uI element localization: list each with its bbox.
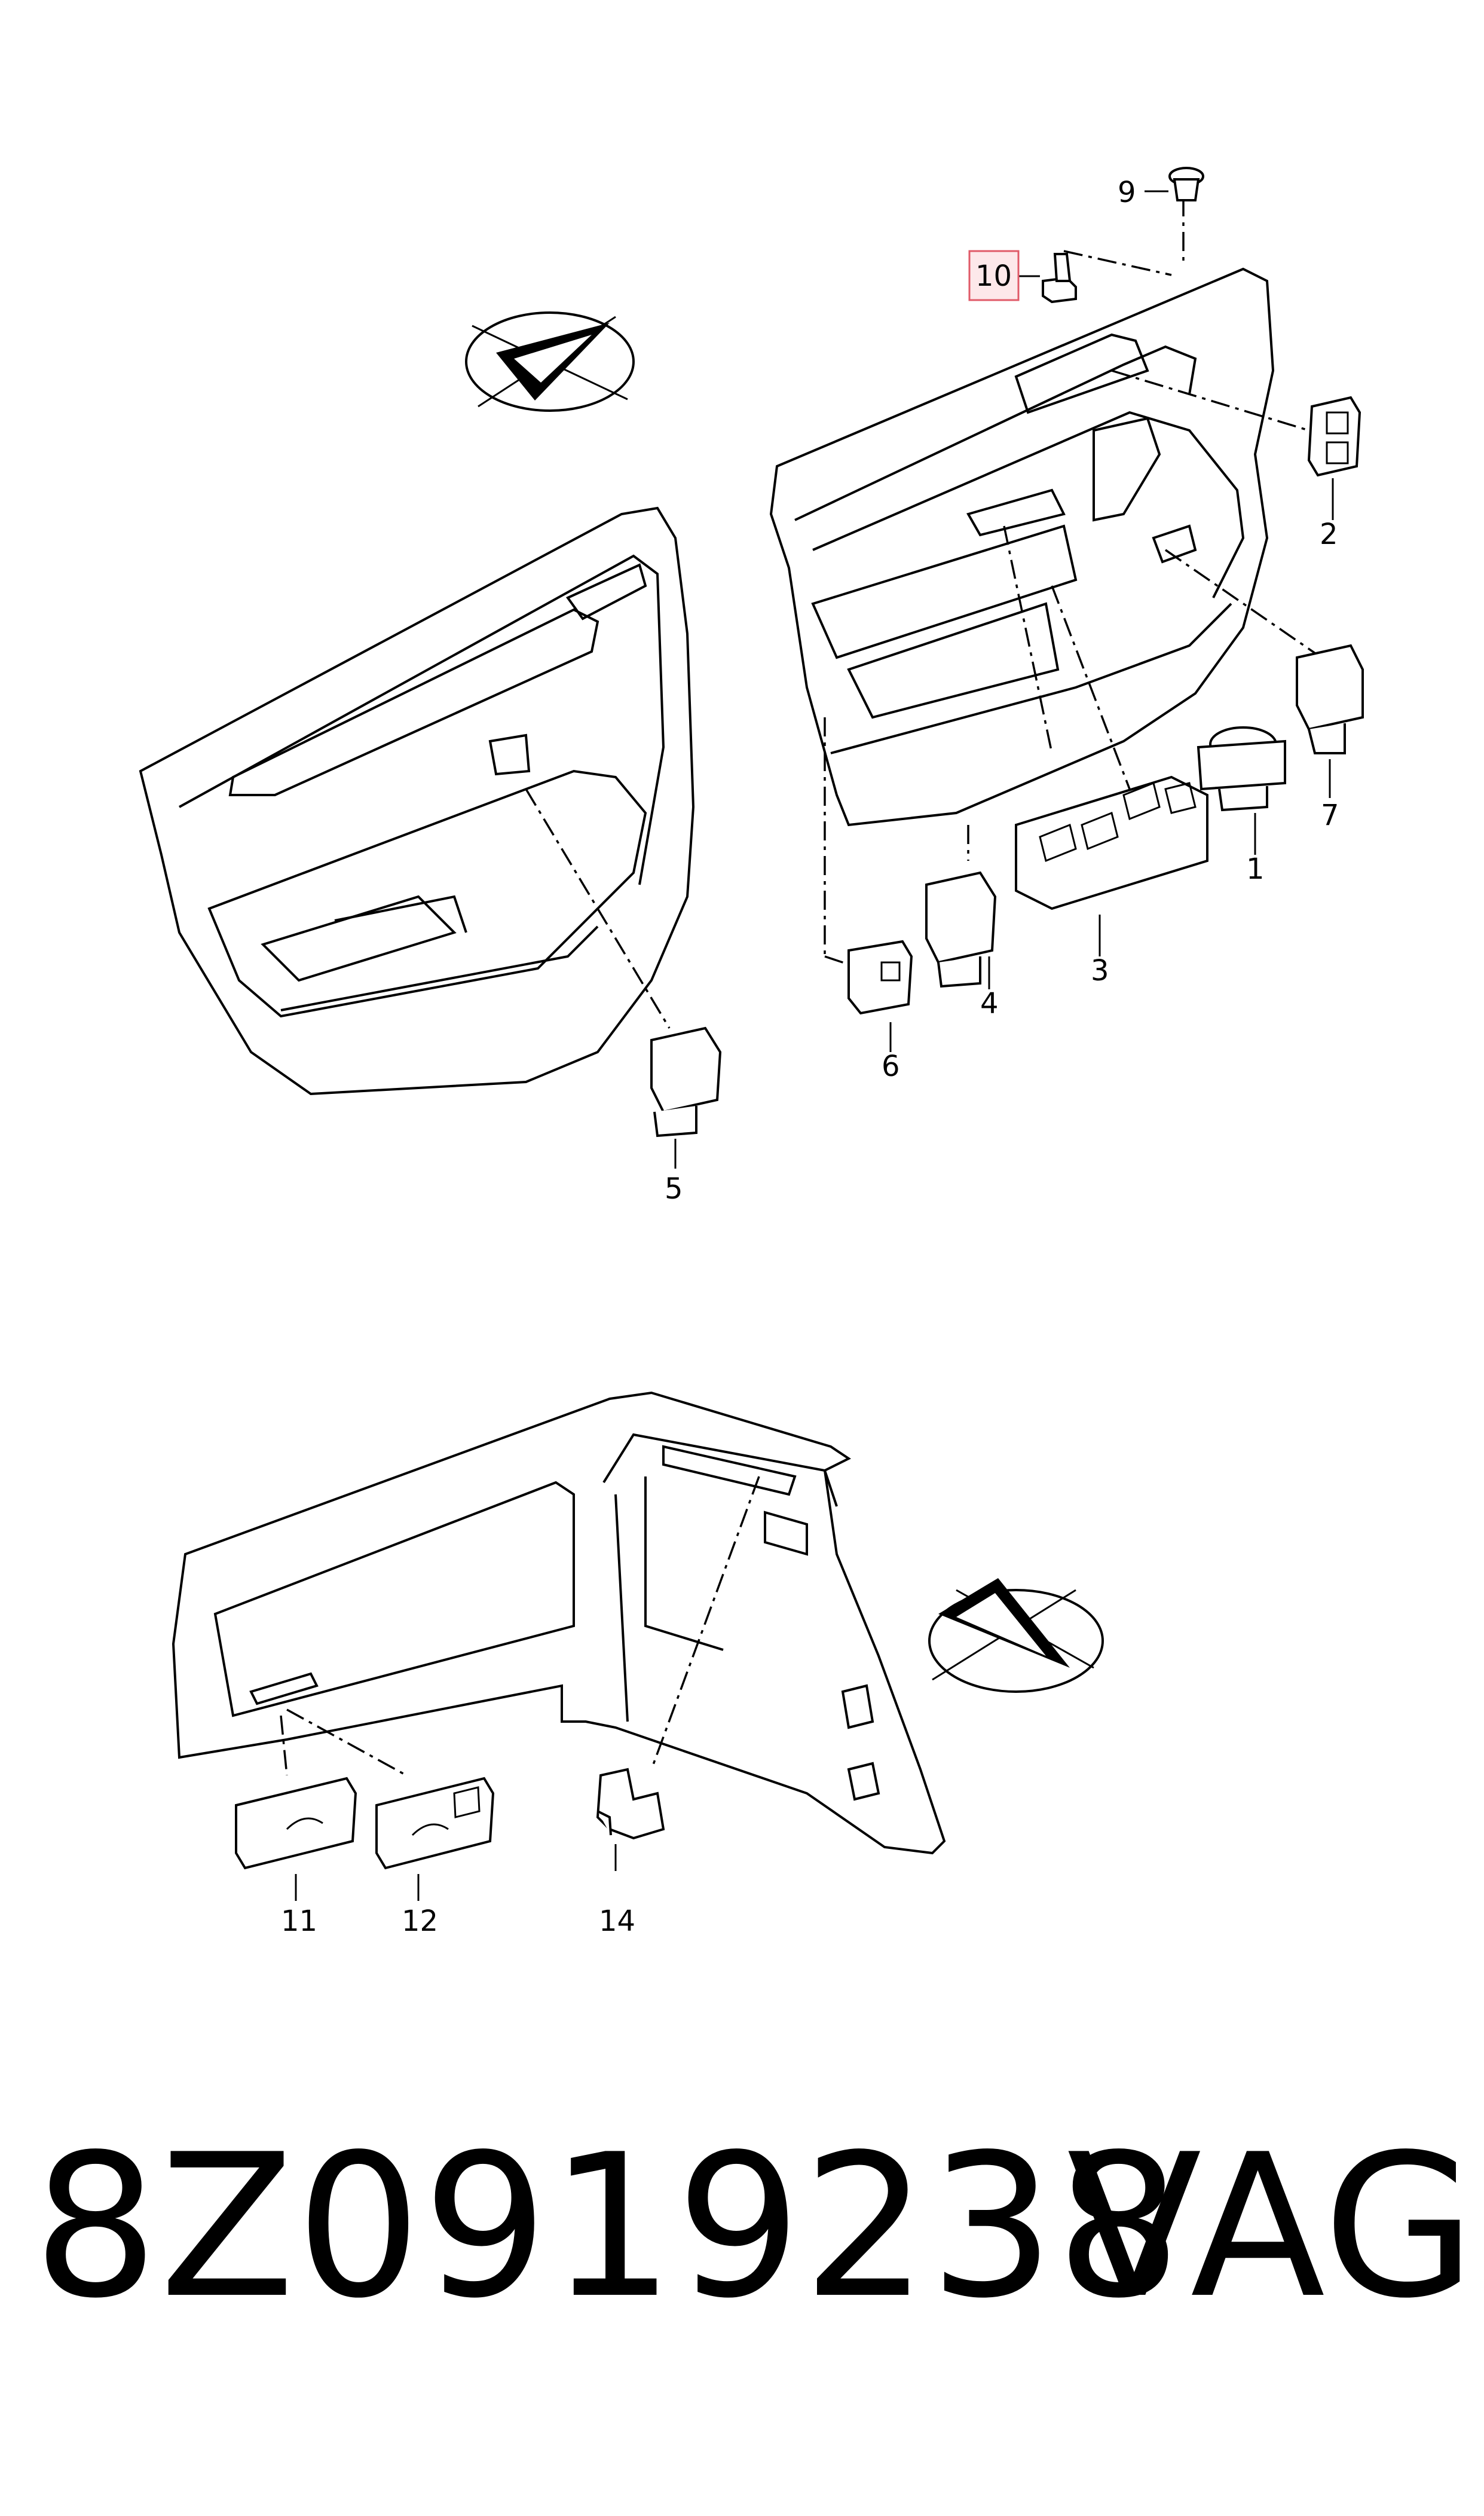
switch-part-4[interactable]	[925, 871, 997, 989]
leader-lines	[280, 197, 1339, 1777]
part-number-text: 8Z0919238	[33, 2112, 1183, 2341]
rear-trim-panel	[172, 1391, 946, 1855]
callout-7: 7	[1321, 799, 1339, 832]
switch-part-14[interactable]	[596, 1768, 665, 1871]
switch-part-2[interactable]	[1307, 396, 1361, 520]
brand-text: VAG	[1067, 2112, 1477, 2341]
callout-3: 3	[1091, 954, 1109, 988]
callout-11: 11	[281, 1904, 317, 1938]
callout-10-highlight	[968, 250, 1020, 301]
callout-6: 6	[882, 1050, 900, 1083]
orientation-marker-top	[465, 311, 635, 412]
switch-part-12[interactable]	[375, 1777, 495, 1901]
switch-part-6[interactable]	[847, 940, 913, 1052]
callout-labels: 1 2 3 4 5 6 7 9 10 11 12 14	[281, 176, 1339, 1938]
switch-part-11[interactable]	[235, 1777, 357, 1901]
orientation-marker-bottom	[928, 1578, 1104, 1693]
switch-part-5[interactable]	[650, 1026, 722, 1169]
callout-10[interactable]: 10	[975, 259, 1012, 293]
callout-4: 4	[980, 987, 999, 1020]
callout-1: 1	[1246, 852, 1265, 886]
switch-part-7[interactable]	[1296, 644, 1364, 798]
switch-part-1[interactable]	[1197, 726, 1286, 855]
front-door-left-panel	[139, 506, 695, 1096]
front-door-right-panel	[769, 267, 1275, 827]
callout-12: 12	[402, 1904, 438, 1938]
callout-5: 5	[665, 1172, 683, 1206]
callout-14: 14	[599, 1904, 635, 1938]
clip-part-10[interactable]	[1016, 253, 1077, 304]
callout-2: 2	[1320, 518, 1338, 551]
switch-part-3[interactable]	[1015, 775, 1208, 956]
clip-part-9[interactable]	[1145, 167, 1204, 201]
callout-9: 9	[1118, 176, 1136, 209]
